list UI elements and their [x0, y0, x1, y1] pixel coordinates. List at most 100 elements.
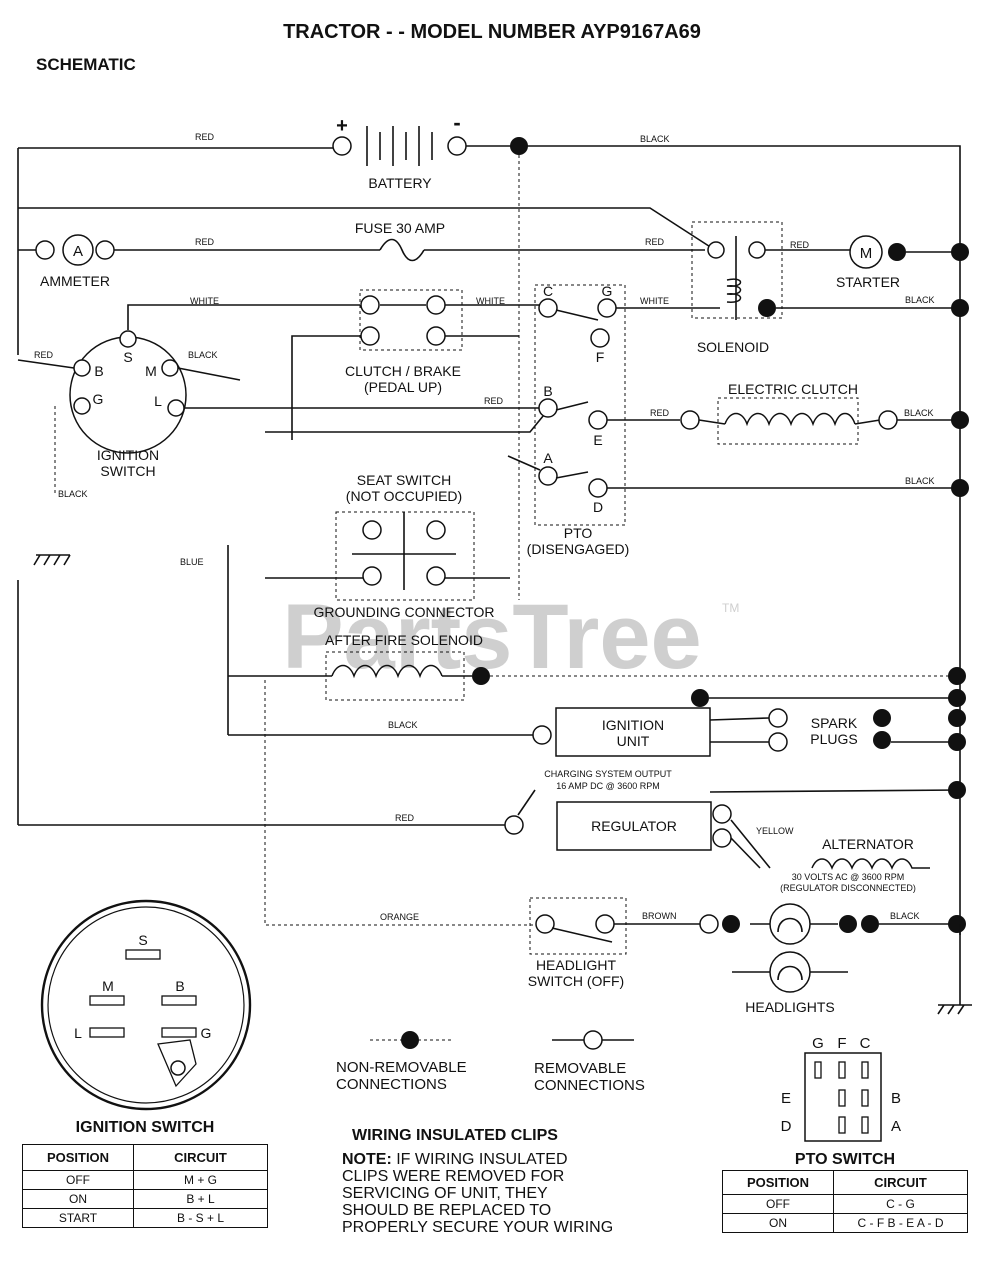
ign-terminal-s: S — [123, 349, 132, 365]
seat-switch — [335, 511, 475, 601]
pto-terminal-f: F — [596, 349, 605, 365]
wiring-clips-title: WIRING INSULATED CLIPS — [352, 1127, 558, 1144]
ignition-unit-label-2: UNIT — [617, 733, 650, 749]
headlight-switch-label-2: SWITCH (OFF) — [528, 973, 624, 989]
wiring-clips-line-5: PROPERLY SECURE YOUR WIRING — [342, 1219, 613, 1236]
ground-symbol-right — [937, 924, 972, 1015]
legend-removable-2: CONNECTIONS — [534, 1077, 645, 1094]
clutch-brake-label-2: (PEDAL UP) — [364, 379, 442, 395]
regulator-label: REGULATOR — [591, 818, 677, 834]
wire-label-red-ign-b: RED — [34, 350, 54, 360]
starter-label: STARTER — [836, 274, 900, 290]
wire-label-black-top: BLACK — [640, 134, 670, 144]
wiring-clips-line-4: SHOULD BE REPLACED TO — [342, 1202, 551, 1219]
wire-label-black-pto-d: BLACK — [905, 476, 935, 486]
pto-pin-label-f: F — [837, 1035, 846, 1052]
ignition-switch-label-1: IGNITION — [97, 447, 159, 463]
non-removable-connection-icon — [401, 1031, 419, 1049]
electric-clutch-label: ELECTRIC CLUTCH — [728, 381, 858, 397]
wiring-clips-note-label: NOTE: — [342, 1151, 392, 1168]
battery-label: BATTERY — [368, 175, 432, 191]
alternator — [811, 858, 930, 870]
clutch-brake-switch — [359, 289, 463, 351]
table-row: ON C - F B - E A - D — [722, 1213, 968, 1233]
headlights — [732, 903, 848, 993]
ign-terminal-b: B — [94, 363, 103, 379]
wire-label-black-ign-unit: BLACK — [388, 720, 418, 730]
wire-label-black-eclutch: BLACK — [904, 408, 934, 418]
page-title: TRACTOR - - MODEL NUMBER AYP9167A69 — [283, 21, 701, 43]
wire-label-red-reg: RED — [395, 813, 415, 823]
grounding-connector-label: GROUNDING CONNECTOR — [314, 604, 495, 620]
wiring-clips-line-2: CLIPS WERE REMOVED FOR — [342, 1168, 564, 1185]
battery-plus: + — [336, 115, 348, 137]
ammeter-letter: A — [73, 243, 83, 260]
pto-terminal-b: B — [543, 383, 552, 399]
pto-pin-label-c: C — [860, 1035, 871, 1052]
fuse — [379, 238, 425, 262]
wire-label-brown: BROWN — [642, 911, 677, 921]
seat-switch-label-2: (NOT OCCUPIED) — [346, 488, 462, 504]
wire-label-red-top: RED — [195, 132, 215, 142]
seat-switch-label-1: SEAT SWITCH — [357, 472, 451, 488]
headlight-switch — [529, 897, 627, 955]
pto-label-1: PTO — [564, 525, 593, 541]
legend-non-removable-1: NON-REMOVABLE — [336, 1059, 467, 1076]
battery — [332, 126, 467, 166]
ground-symbol-left — [33, 554, 71, 566]
pto-pin-label-b: B — [891, 1090, 901, 1107]
ign-pin-label-l: L — [74, 1025, 82, 1041]
ignition-switch-table-title: IGNITION SWITCH — [76, 1119, 215, 1136]
ign-table-header-position: POSITION — [22, 1144, 134, 1171]
ign-table-header-circuit: CIRCUIT — [133, 1144, 268, 1171]
ign-pin-label-b: B — [175, 978, 184, 994]
wire-label-red-eclutch: RED — [650, 408, 670, 418]
headlight-switch-label-1: HEADLIGHT — [536, 957, 617, 973]
ignition-switch-table: POSITION CIRCUIT OFF M + G ON B + L STAR… — [22, 1144, 268, 1228]
removable-connection-icon — [583, 1030, 603, 1050]
wire-label-red-starter: RED — [790, 240, 810, 250]
pto-terminal-d: D — [593, 499, 603, 515]
legend-non-removable-2: CONNECTIONS — [336, 1076, 447, 1093]
wire-label-red-ammeter: RED — [195, 237, 215, 247]
pto-pin-label-g: G — [812, 1035, 824, 1052]
charging-label-2: 16 AMP DC @ 3600 RPM — [556, 781, 660, 791]
ign-terminal-l: L — [154, 393, 162, 409]
pto-label-2: (DISENGAGED) — [527, 541, 630, 557]
pto-switch-table: POSITION CIRCUIT OFF C - G ON C - F B - … — [722, 1170, 968, 1233]
ignition-unit — [555, 707, 711, 757]
volts-label-2: (REGULATOR DISCONNECTED) — [780, 883, 916, 893]
wire-label-black-sol: BLACK — [905, 295, 935, 305]
spark-plugs-label-1: SPARK — [811, 715, 858, 731]
pto-pin-label-d: D — [781, 1118, 792, 1135]
pto-terminal-a: A — [543, 450, 553, 466]
volts-label-1: 30 VOLTS AC @ 3600 RPM — [792, 872, 905, 882]
wire-label-white-sol: WHITE — [640, 296, 669, 306]
ammeter — [62, 234, 94, 266]
pto-switch-table-title: PTO SWITCH — [795, 1151, 895, 1168]
after-fire-solenoid-label: AFTER FIRE SOLENOID — [325, 632, 483, 648]
charging-label-1: CHARGING SYSTEM OUTPUT — [544, 769, 672, 779]
table-row: OFF M + G — [22, 1170, 268, 1190]
wire-label-white-clutch: WHITE — [476, 296, 505, 306]
watermark-tm: TM — [722, 601, 739, 615]
ign-pin-label-g: G — [201, 1025, 212, 1041]
pto-pin-label-a: A — [891, 1118, 901, 1135]
headlights-label: HEADLIGHTS — [745, 999, 834, 1015]
ignition-switch-pinout — [40, 899, 252, 1111]
ignition-unit-label-1: IGNITION — [602, 717, 664, 733]
table-row: ON B + L — [22, 1189, 268, 1209]
pto-table-header-position: POSITION — [722, 1170, 834, 1195]
solenoid — [691, 221, 783, 319]
ign-terminal-m: M — [145, 363, 157, 379]
regulator — [556, 801, 712, 851]
battery-minus: - — [453, 110, 460, 135]
table-row: START B - S + L — [22, 1208, 268, 1228]
clutch-brake-label-1: CLUTCH / BRAKE — [345, 363, 461, 379]
wire-label-yellow: YELLOW — [756, 826, 794, 836]
wire-label-black-ign-m: BLACK — [188, 350, 218, 360]
fuse-label: FUSE 30 AMP — [355, 220, 445, 236]
page-subtitle: SCHEMATIC — [36, 55, 136, 74]
alternator-label: ALTERNATOR — [822, 836, 914, 852]
